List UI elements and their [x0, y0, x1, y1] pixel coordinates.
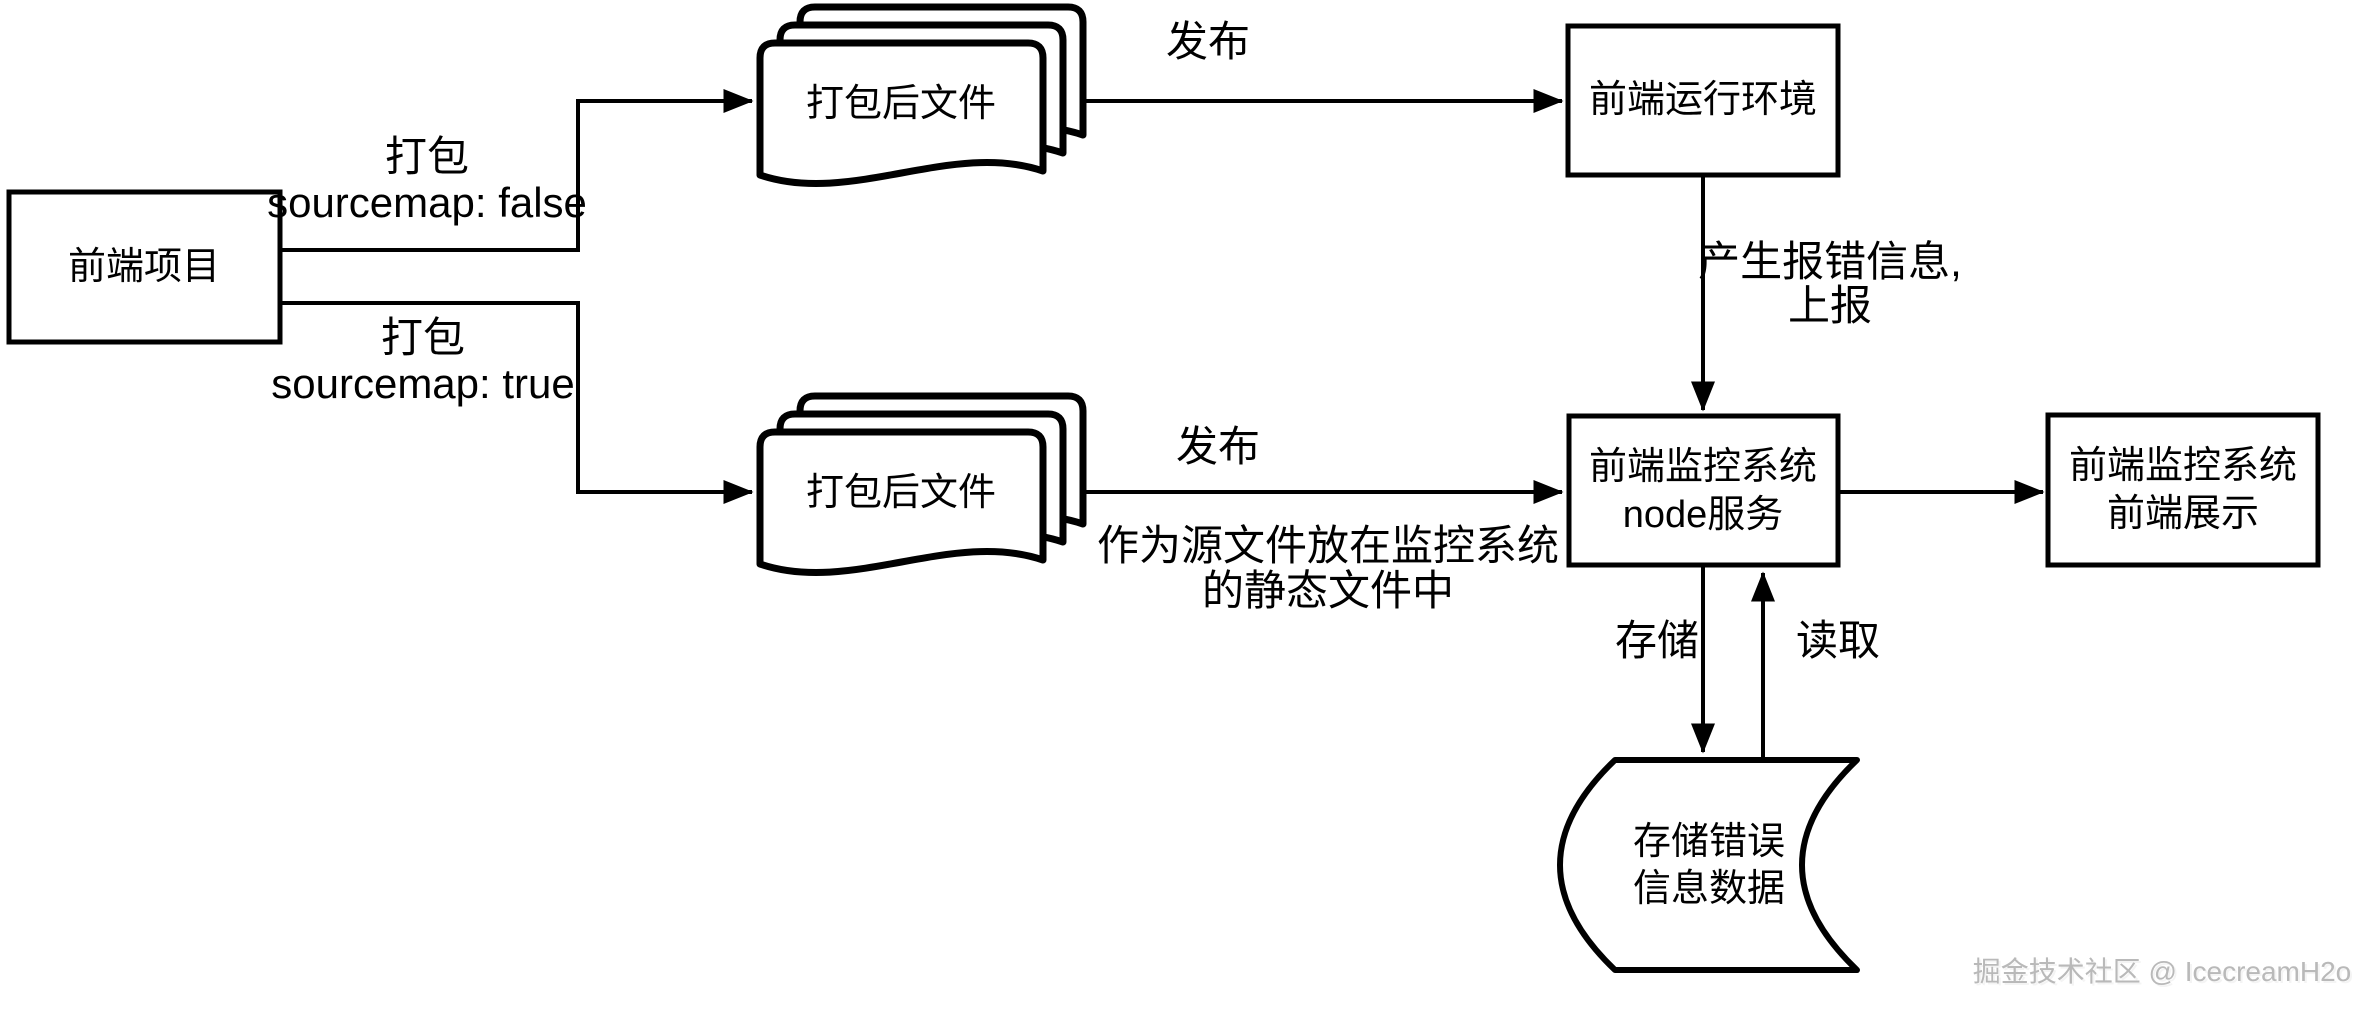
monitor-node-label: 前端监控系统 node服务: [1589, 443, 1817, 539]
publish-bottom-note: 作为源文件放在监控系统 的静态文件中: [1097, 523, 1559, 613]
packed-files-top-label: 打包后文件: [805, 83, 997, 125]
project-label: 前端项目: [67, 246, 221, 288]
watermark-text: 掘金技术社区 @ IcecreamH2o: [1972, 956, 2352, 987]
publish-bottom-note-line2: 的静态文件中: [1201, 567, 1455, 614]
publish-bottom-note-line1: 作为源文件放在监控系统: [1096, 522, 1560, 569]
report-label: 产生报错信息, 上报: [1698, 240, 1962, 328]
monitor-display-label-line2: 前端展示: [2106, 493, 2260, 535]
monitor-display-label-line1: 前端监控系统: [2068, 445, 2298, 487]
monitor-node-box: [1566, 413, 1841, 568]
monitor-node-label-line2: node服务: [1622, 494, 1784, 536]
pack-sourcemap-true-line1: 打包: [380, 314, 466, 361]
packed-files-bottom-label: 打包后文件: [805, 472, 997, 514]
datastore-label-line2: 信息数据: [1632, 868, 1786, 910]
report-label-line2: 上报: [1787, 282, 1873, 329]
read-label: 读取: [1795, 617, 1881, 664]
publish-top-label: 发布: [1165, 18, 1251, 65]
datastore-label: 存储错误 信息数据: [1633, 819, 1785, 913]
packed-files-top-shape: [756, 3, 1087, 187]
pack-sourcemap-true-label: 打包 sourcemap: true: [271, 315, 574, 407]
monitor-node-label-line1: 前端监控系统: [1588, 446, 1818, 488]
document-page-front: [756, 428, 1047, 576]
edge-pack-sourcemap-true: [280, 301, 754, 504]
store-label: 存储: [1614, 617, 1700, 664]
pack-sourcemap-false-line1: 打包: [384, 133, 470, 180]
pack-sourcemap-false-label: 打包 sourcemap: false: [267, 134, 587, 226]
datastore-label-line1: 存储错误: [1632, 821, 1786, 863]
monitor-display-box: [2045, 412, 2321, 568]
publish-bottom-label: 发布: [1175, 423, 1261, 470]
document-page-front: [756, 39, 1047, 187]
datastore-shape: [1557, 757, 1860, 973]
packed-files-bottom-shape: [756, 392, 1087, 576]
pack-sourcemap-false-line2: sourcemap: false: [267, 179, 587, 226]
report-label-line1: 产生报错信息,: [1698, 238, 1962, 285]
monitor-display-label: 前端监控系统 前端展示: [2069, 442, 2297, 538]
project-box: [6, 189, 283, 345]
pack-sourcemap-true-line2: sourcemap: true: [271, 360, 575, 407]
runtime-box: [1565, 23, 1841, 178]
edge-pack-sourcemap-false: [280, 89, 754, 252]
runtime-label: 前端运行环境: [1588, 79, 1818, 121]
